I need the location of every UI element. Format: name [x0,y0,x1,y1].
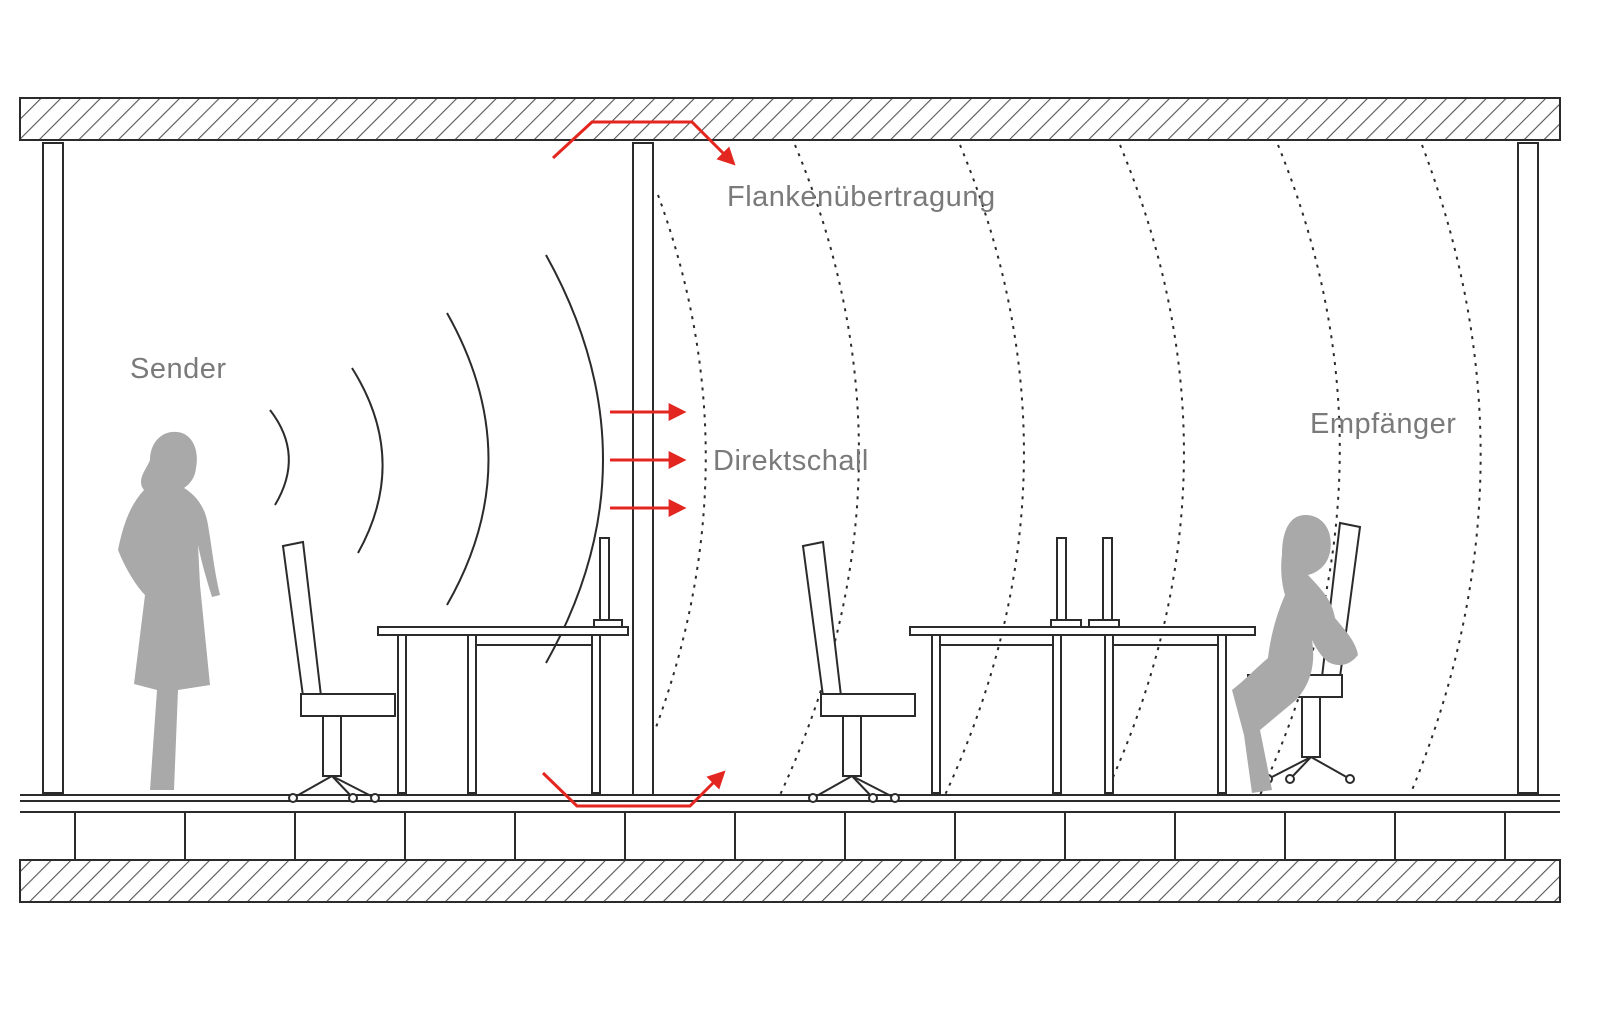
receiver-label: Empfänger [1310,408,1456,440]
left-column [42,142,64,794]
flanking-label: Flankenübertragung [727,181,996,213]
base-slab [19,859,1561,903]
partition-wall [632,142,654,796]
direct-sound-arrows [610,403,687,517]
direct-sound-label: Direktschall [713,445,869,477]
sound-waves-sender-room [269,254,604,664]
ceiling-slab [19,97,1561,141]
receiver-desks [909,537,1256,794]
receiver-person-icon [1232,514,1358,793]
flanking-arrow-bottom [541,770,726,808]
flanking-arrow-top [551,120,736,166]
sender-desks [377,537,629,794]
sender-chair [282,541,396,803]
receiver-chair-left [802,541,916,803]
raised-floor [20,794,1560,860]
sender-label: Sender [130,353,227,385]
right-column [1517,142,1539,794]
sound-waves-receiver-room [654,144,1482,796]
sender-person-icon [118,431,220,790]
